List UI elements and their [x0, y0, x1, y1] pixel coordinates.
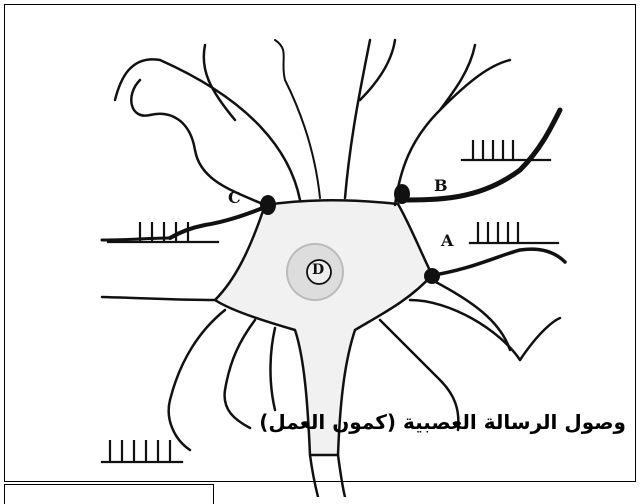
caption: وصول الرسالة العصبية (كمون العمل)	[186, 410, 626, 434]
dendrite-lower-right-3	[432, 280, 510, 350]
dendrite-lower-left-4	[270, 328, 275, 410]
dendrite-top-left	[115, 45, 300, 200]
axon-terminal-a	[428, 249, 565, 276]
axon-left-incoming	[102, 238, 170, 240]
synapse-knob-a	[424, 268, 440, 284]
dendrite-top-center	[345, 40, 395, 198]
spike-train-a	[470, 222, 558, 243]
dendrite-lower-left-1	[102, 297, 215, 300]
label-a: A	[441, 231, 453, 250]
dendrite-left-loop	[131, 80, 265, 205]
dendrite-lower-right-2	[410, 300, 560, 360]
label-d: D	[312, 262, 324, 278]
synapse-knob-c	[260, 195, 276, 215]
label-c: C	[228, 188, 241, 207]
axon	[310, 455, 345, 497]
spike-train-bottom	[102, 440, 182, 462]
dendrite-top-right	[395, 45, 510, 205]
axon-terminal-b	[398, 110, 560, 200]
synapse-knob-b	[394, 184, 410, 204]
label-b: B	[434, 176, 448, 195]
axon-terminal-c	[170, 206, 268, 238]
dendrite-top-left-inner	[275, 40, 320, 198]
